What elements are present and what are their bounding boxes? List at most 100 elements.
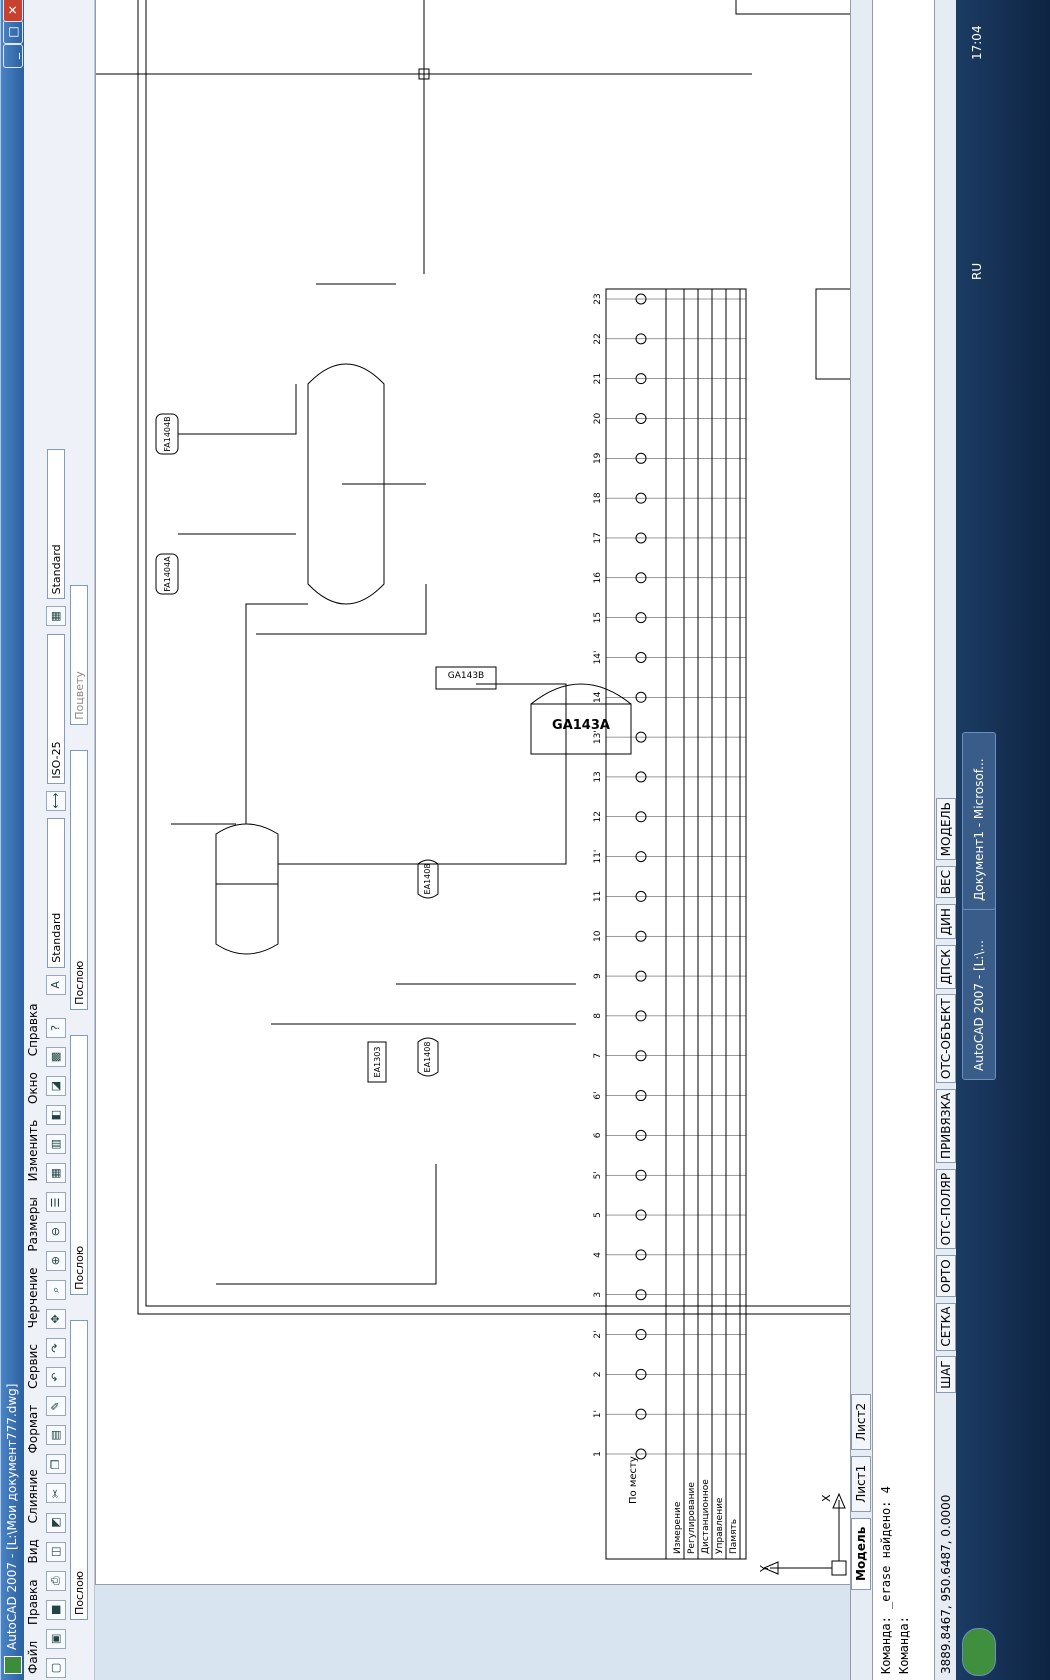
ga143b-label: GA143B: [448, 671, 484, 681]
task-word[interactable]: Документ1 - Microsof...: [962, 732, 996, 910]
tab-sheet2[interactable]: Лист2: [851, 1393, 871, 1450]
menu-window[interactable]: Окно: [26, 1072, 40, 1105]
menu-edit[interactable]: Правка: [26, 1579, 40, 1626]
language-indicator[interactable]: RU: [970, 262, 984, 280]
lwt-button[interactable]: ВЕС: [936, 866, 956, 899]
grid-button[interactable]: СЕТКА: [936, 1302, 956, 1351]
menu-help[interactable]: Справка: [26, 1003, 40, 1057]
help-icon[interactable]: ?: [46, 1017, 66, 1038]
table-column-label: 14: [593, 691, 603, 703]
menu-view[interactable]: Вид: [26, 1539, 40, 1564]
text-style-combo[interactable]: Standard: [47, 817, 65, 968]
table-column-label: 17: [593, 532, 603, 543]
menu-draw[interactable]: Черчение: [26, 1267, 40, 1329]
svg-text:Y: Y: [760, 1565, 771, 1573]
table-row-label: Память: [729, 1519, 739, 1554]
menu-file[interactable]: Файл: [26, 1640, 40, 1674]
pan-icon[interactable]: ✥: [46, 1308, 66, 1329]
markup-icon[interactable]: ◪: [46, 1076, 66, 1097]
paste-icon[interactable]: ▤: [46, 1425, 66, 1446]
table-column-label: 8: [593, 1013, 603, 1019]
drawing-area[interactable]: GA143A GA143B EA1408 EA1408 EA1303 FA140…: [95, 0, 957, 1585]
table-style-combo[interactable]: Standard: [47, 449, 65, 600]
layer-combo[interactable]: Послою: [69, 1320, 88, 1620]
table-column-label: 23: [593, 293, 603, 304]
table-column-label: 2: [593, 1371, 603, 1377]
table-column-label: 10: [593, 930, 603, 942]
command-prompt[interactable]: Команда:: [897, 1616, 911, 1674]
tab-model[interactable]: Модель: [851, 1517, 871, 1590]
polar-button[interactable]: ОТС-ПОЛЯР: [936, 1168, 956, 1250]
menu-tools[interactable]: Сервис: [26, 1344, 40, 1389]
snap-button[interactable]: ШАГ: [936, 1356, 956, 1393]
calculator-icon[interactable]: ▩: [46, 1047, 66, 1068]
pipe-1: [278, 683, 567, 865]
menu-merge[interactable]: Слияние: [26, 1469, 40, 1524]
zoom-previous-icon[interactable]: ⊖: [46, 1221, 66, 1242]
table-row-label: Управление: [715, 1497, 725, 1554]
table-column-label: 5': [593, 1171, 603, 1179]
properties-icon[interactable]: ☰: [46, 1192, 66, 1213]
drawing-frame-outer: [137, 0, 856, 1315]
design-center-icon[interactable]: ▦: [46, 1163, 66, 1184]
maximize-button[interactable]: □: [3, 20, 23, 44]
publish-icon[interactable]: ◩: [46, 1512, 66, 1533]
dyn-button[interactable]: ДИН: [936, 904, 956, 940]
osnap-button[interactable]: ПРИВЯЗКА: [936, 1088, 956, 1164]
zoom-window-icon[interactable]: ⊕: [46, 1250, 66, 1271]
open-icon[interactable]: ▣: [46, 1628, 66, 1649]
menu-format[interactable]: Формат: [26, 1404, 40, 1454]
pipe-6: [216, 1164, 437, 1285]
dim-style-icon[interactable]: ⟷: [46, 790, 66, 811]
plotstyle-combo[interactable]: Поцвету: [69, 584, 88, 725]
column-main: [215, 823, 279, 955]
table-column-label: 1: [593, 1451, 603, 1457]
pipe-3: [256, 584, 427, 635]
text-style-icon[interactable]: A: [46, 974, 66, 995]
tool-palettes-icon[interactable]: ▥: [46, 1134, 66, 1155]
clock: 17:04: [970, 25, 984, 60]
lineweight-combo[interactable]: Послою: [69, 749, 88, 1010]
print-icon[interactable]: ⎙: [46, 1570, 66, 1591]
menu-dimension[interactable]: Размеры: [26, 1197, 40, 1252]
ea1303-label: EA1303: [373, 1047, 382, 1078]
coordinates-readout[interactable]: 3889.8467, 950.6487, 0.0000: [939, 1494, 953, 1674]
copy-icon[interactable]: ❐: [46, 1454, 66, 1475]
cut-icon[interactable]: ✂: [46, 1483, 66, 1504]
table-column-label: 4: [593, 1252, 603, 1258]
window-title: AutoCAD 2007 - [L:\Мои документ777.dwg]: [5, 1383, 19, 1650]
start-button[interactable]: [962, 1628, 996, 1676]
menu-modify[interactable]: Изменить: [26, 1119, 40, 1182]
table-column-label: 13': [593, 730, 603, 744]
command-window[interactable]: Команда: _erase найдено: 4 Команда:: [872, 0, 935, 1680]
table-row-label: Дистанционное: [701, 1479, 711, 1554]
redo-icon[interactable]: ↷: [46, 1337, 66, 1358]
table-style-icon[interactable]: ▦: [46, 606, 66, 627]
table-column-label: 9: [593, 973, 603, 979]
otrack-button[interactable]: ОТС-ОБЪЕКТ: [936, 994, 956, 1083]
table-column-label: 20: [593, 412, 603, 424]
match-properties-icon[interactable]: ✎: [46, 1396, 66, 1417]
table-column-label: 18: [593, 492, 603, 504]
table-column-label: 12: [593, 811, 603, 822]
standard-toolbar: ▢ ▣ ■ ⎙ ◫ ◩ ✂ ❐ ▤ ✎ ↶ ↷ ✥ ⌕ ⊕ ⊖ ☰ ▦ ▥ ◧ …: [44, 0, 69, 1680]
ortho-button[interactable]: ОРТО: [936, 1255, 956, 1297]
task-autocad[interactable]: AutoCAD 2007 - [L:\...: [962, 902, 996, 1080]
dim-style-combo[interactable]: ISO-25: [47, 633, 65, 784]
tab-sheet1[interactable]: Лист1: [851, 1455, 871, 1512]
zoom-realtime-icon[interactable]: ⌕: [46, 1279, 66, 1300]
new-icon[interactable]: ▢: [46, 1658, 66, 1678]
ducs-button[interactable]: ДПСК: [936, 945, 956, 989]
sheet-set-icon[interactable]: ◧: [46, 1105, 66, 1126]
model-button[interactable]: МОДЕЛЬ: [936, 798, 956, 861]
close-button[interactable]: ✕: [3, 0, 23, 22]
preview-icon[interactable]: ◫: [46, 1541, 66, 1562]
minimize-button[interactable]: _: [3, 44, 23, 68]
table-column-label: 6: [593, 1132, 603, 1138]
linetype-combo[interactable]: Послою: [69, 1034, 88, 1295]
command-history-line: Команда: _erase найдено: 4: [879, 1486, 893, 1674]
save-icon[interactable]: ■: [46, 1599, 66, 1620]
undo-icon[interactable]: ↶: [46, 1367, 66, 1388]
table-row-label: Измерение: [673, 1501, 683, 1554]
